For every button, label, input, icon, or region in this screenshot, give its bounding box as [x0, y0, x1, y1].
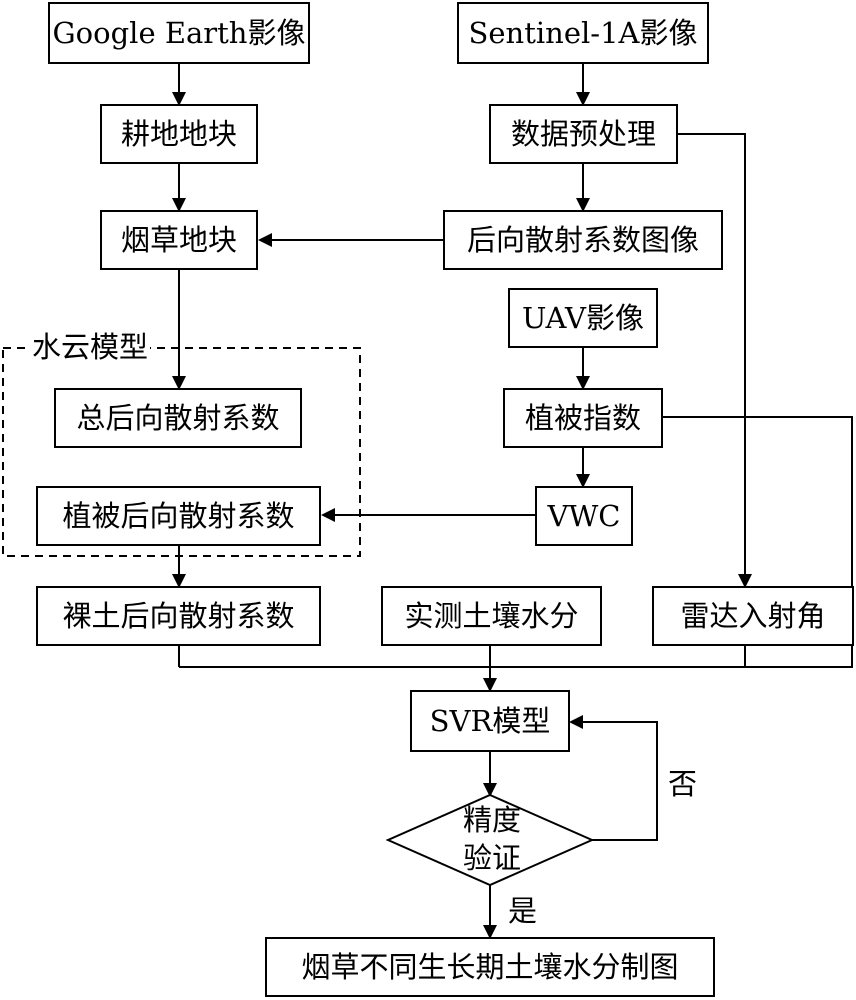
svr-model-box: SVR模型: [410, 690, 570, 752]
farmland-plot-box: 耕地地块: [100, 104, 258, 164]
edge-label-yes: 是: [508, 894, 538, 928]
edge-label-no: 否: [668, 767, 698, 801]
measured-soil-moisture-box: 实测土壤水分: [381, 586, 602, 646]
vwc-box: VWC: [535, 486, 633, 546]
radar-incidence-angle-box: 雷达入射角: [652, 586, 854, 646]
tobacco-plot-box: 烟草地块: [100, 210, 258, 270]
water-cloud-group-border: [2, 347, 361, 557]
accuracy-validation-text: 精度 验证: [392, 795, 592, 885]
arrow-preprocess-to-incidence-angle: [678, 133, 752, 588]
accuracy-line-2: 验证: [462, 841, 521, 875]
vegetation-index-box: 植被指数: [503, 388, 663, 448]
uav-image-box: UAV影像: [508, 288, 658, 348]
google-earth-image-box: Google Earth影像: [48, 2, 310, 64]
vegetation-backscatter-box: 植被后向散射系数: [36, 486, 321, 546]
accuracy-line-1: 精度: [462, 803, 521, 838]
total-backscatter-box: 总后向散射系数: [54, 388, 302, 448]
backscatter-image-box: 后向散射系数图像: [443, 210, 723, 270]
sentinel-1a-image-box: Sentinel-1A影像: [457, 2, 709, 64]
result-map-box: 烟草不同生长期土壤水分制图: [265, 937, 715, 997]
line-veg-index-to-svr: [663, 416, 853, 668]
data-preprocessing-box: 数据预处理: [489, 104, 678, 164]
water-cloud-model-label: 水云模型: [30, 330, 151, 364]
bare-soil-backscatter-box: 裸土后向散射系数: [36, 586, 321, 646]
arrow-accuracy-no-to-svr: [569, 715, 658, 841]
